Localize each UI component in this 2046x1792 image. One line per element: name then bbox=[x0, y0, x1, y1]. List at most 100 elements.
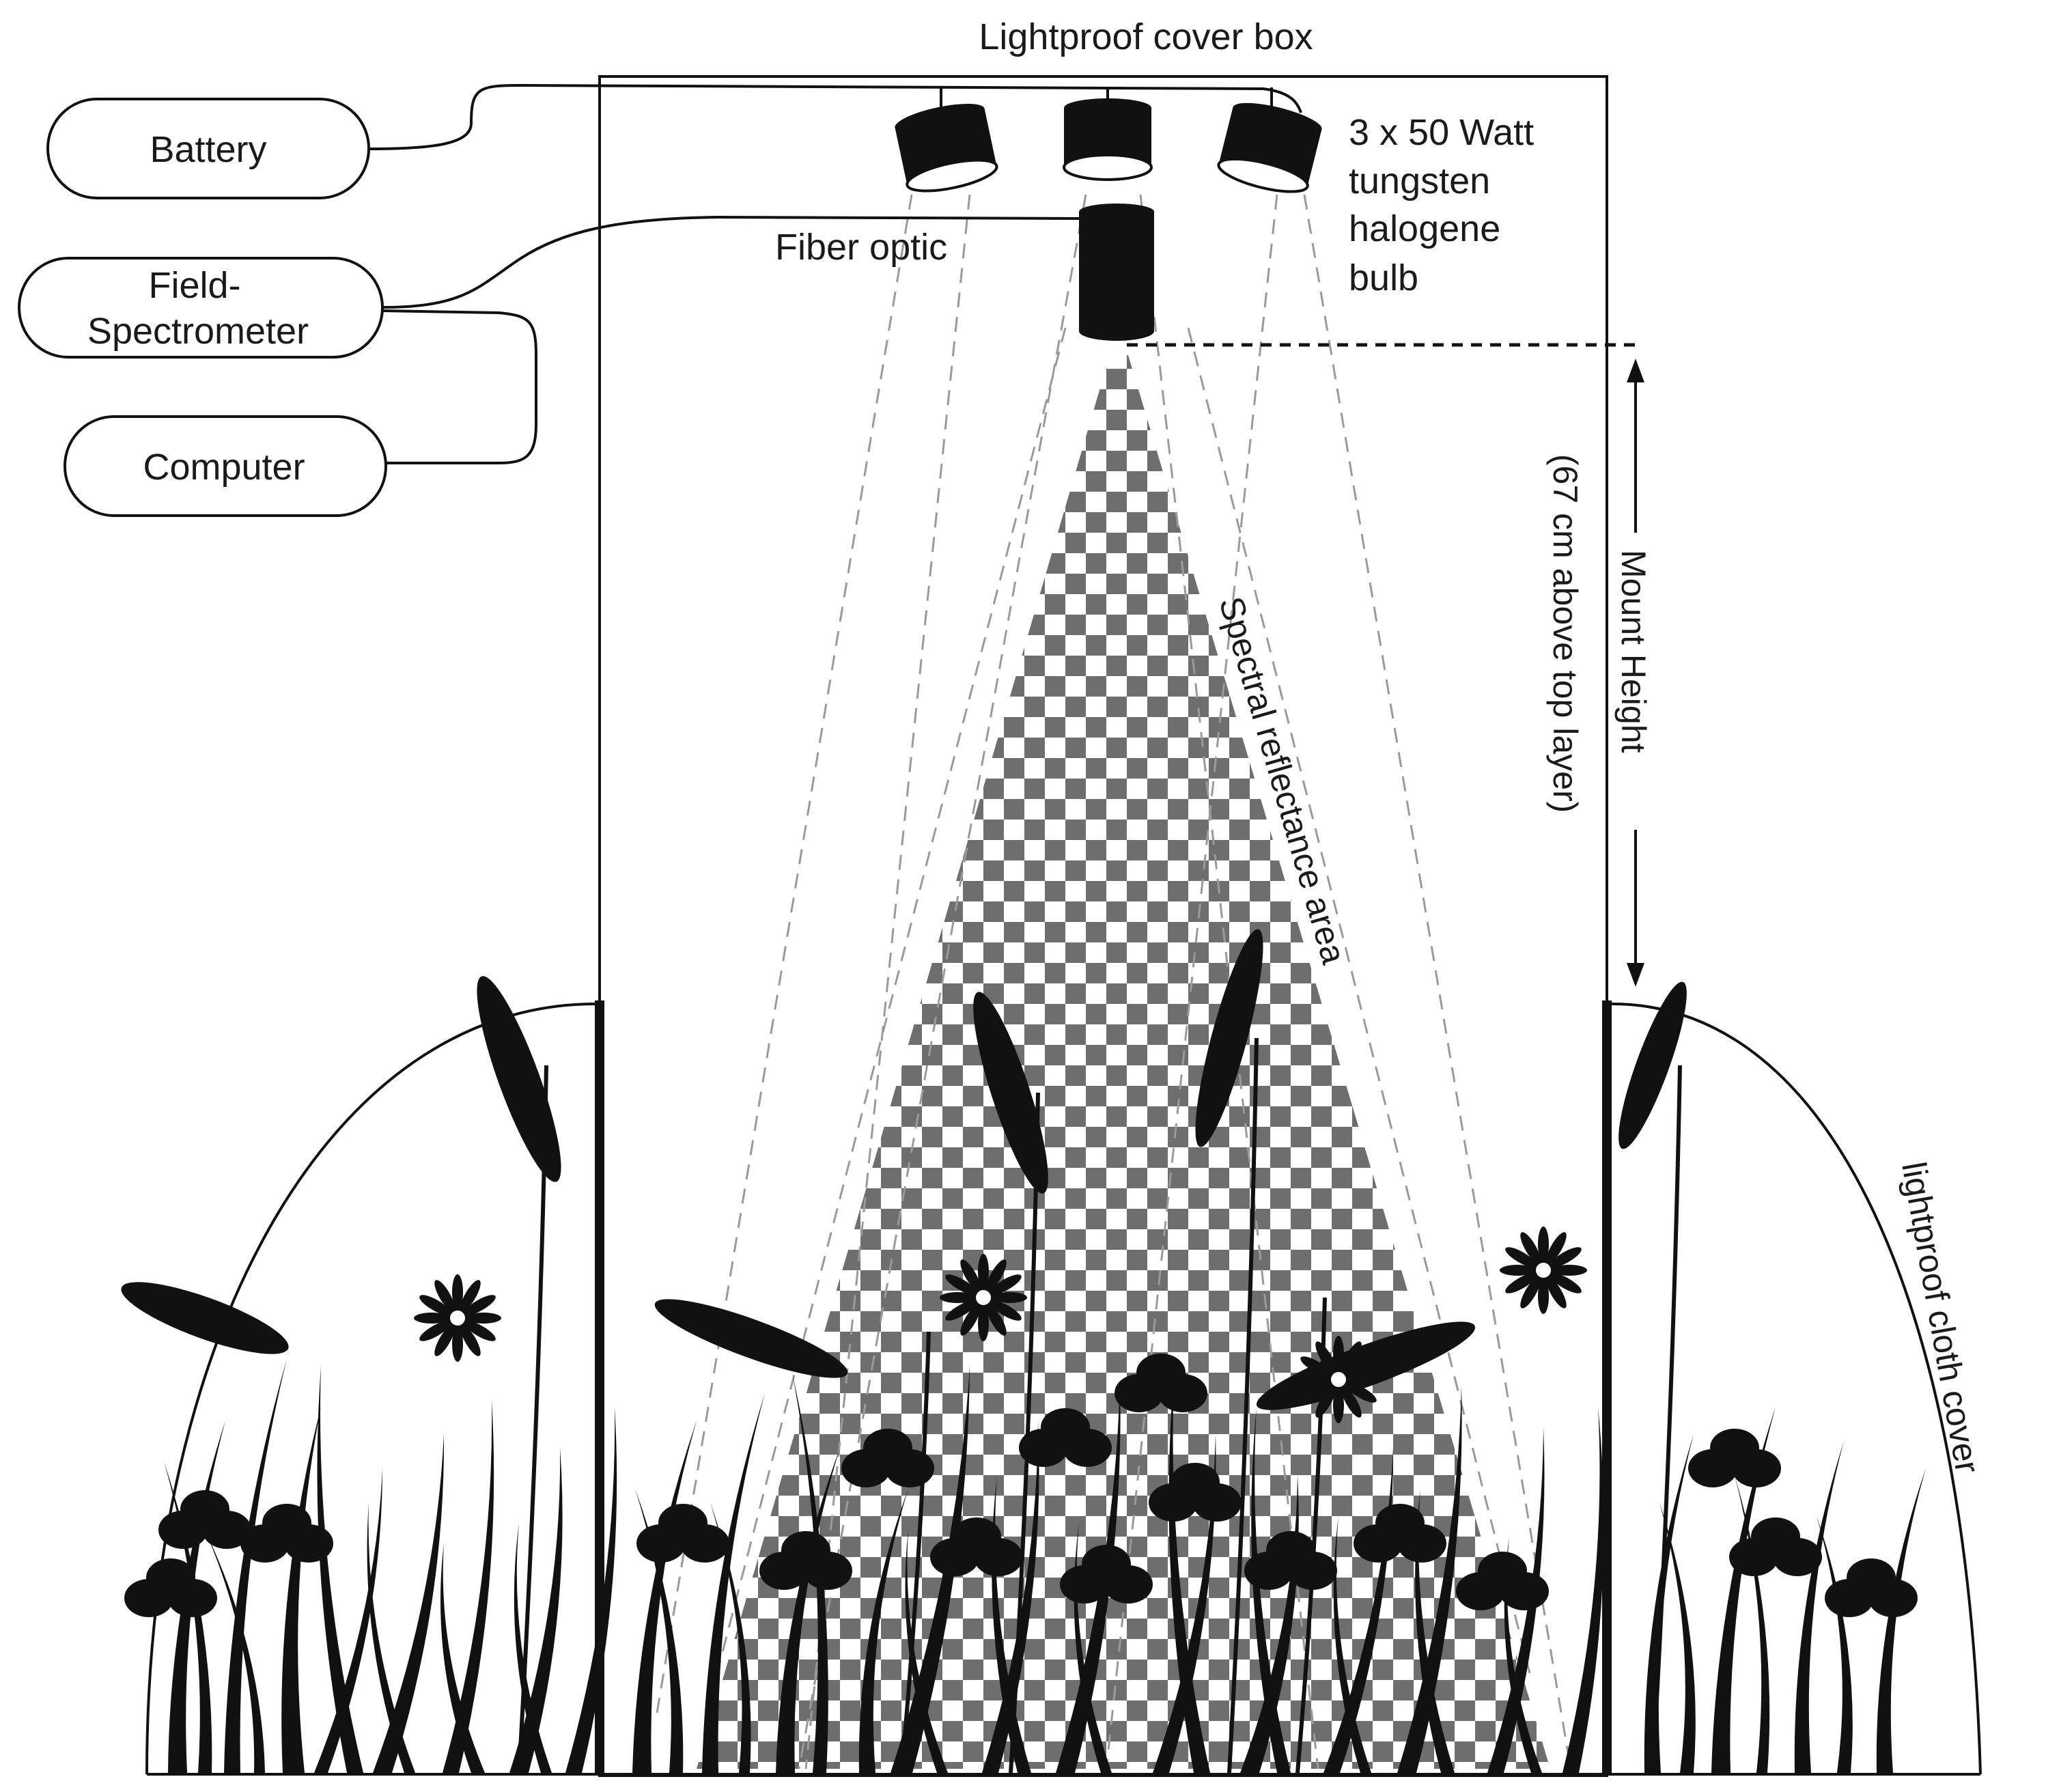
clover-leaf-icon bbox=[1478, 1552, 1527, 1590]
daisy-petal bbox=[464, 1295, 496, 1315]
computer-label: Computer bbox=[143, 447, 305, 488]
daisy-petal bbox=[1550, 1247, 1582, 1268]
daisy-petal bbox=[1341, 1386, 1362, 1418]
seed-head bbox=[121, 1282, 289, 1354]
daisy-petal bbox=[1520, 1232, 1541, 1263]
clover-leaf-icon bbox=[781, 1531, 830, 1569]
grass-blade bbox=[1251, 1407, 1291, 1773]
plant-stem bbox=[899, 1331, 931, 1774]
daisy-petal bbox=[1333, 1336, 1344, 1371]
daisy-petal bbox=[1505, 1273, 1537, 1293]
grass-blade bbox=[1323, 1448, 1394, 1773]
grass-blade bbox=[314, 1468, 382, 1773]
daisy-petal bbox=[990, 1274, 1022, 1295]
grass-blade bbox=[1074, 1523, 1112, 1773]
grass-blade bbox=[317, 1366, 363, 1773]
plant-stem bbox=[1009, 1092, 1040, 1774]
field-spectrometer-label-line1: Field- bbox=[148, 265, 240, 306]
daisy-petal bbox=[1341, 1341, 1362, 1373]
battery-label: Battery bbox=[150, 129, 266, 170]
bulbs-label-line4: bulb bbox=[1349, 257, 1418, 298]
grass-blade bbox=[702, 1393, 765, 1773]
grass-blade bbox=[635, 1489, 684, 1773]
daisy-center bbox=[446, 1306, 469, 1330]
grass-blade bbox=[1562, 1407, 1604, 1773]
right-post bbox=[1602, 1000, 1612, 1776]
clover-leaf-icon bbox=[863, 1429, 912, 1467]
grass-blade bbox=[509, 1448, 563, 1773]
cover-box-label: Lightproof cover box bbox=[979, 16, 1313, 57]
bulbs-label-line2: tungsten bbox=[1349, 160, 1490, 201]
daisy-petal bbox=[414, 1313, 449, 1324]
lightproof-cover-box bbox=[598, 75, 1608, 1777]
grass-blade bbox=[514, 1523, 552, 1773]
daisy-petal bbox=[990, 1300, 1022, 1321]
grass-blade bbox=[792, 1373, 828, 1773]
grass-blade bbox=[373, 1434, 445, 1773]
grass-blade bbox=[164, 1461, 212, 1773]
cloth-cover-label: lightproof cloth cover bbox=[1894, 1159, 1987, 1476]
daisy-center bbox=[972, 1286, 995, 1309]
grass-blade bbox=[440, 1543, 485, 1773]
grass-blade bbox=[281, 1407, 321, 1773]
grass-blade bbox=[168, 1420, 225, 1773]
fiber-optic-label: Fiber optic bbox=[775, 227, 947, 268]
left-post bbox=[595, 1000, 604, 1776]
clover-leaf-icon bbox=[1375, 1504, 1425, 1542]
daisy-petal bbox=[434, 1325, 455, 1356]
daisy-petal bbox=[460, 1325, 481, 1356]
cloth-cover-right-arc bbox=[1611, 1003, 1982, 1775]
grass-blade bbox=[1876, 1468, 1926, 1773]
clover-leaf-icon bbox=[952, 1517, 1001, 1556]
mount-height-note: (67 cm above top layer) bbox=[1546, 454, 1584, 813]
grass-blade bbox=[1817, 1516, 1853, 1773]
clover-leaf-icon bbox=[180, 1490, 229, 1528]
grass-blade bbox=[1504, 1537, 1542, 1773]
bulbs-label-line1: 3 x 50 Watt bbox=[1349, 112, 1534, 153]
grass-blade bbox=[1168, 1366, 1210, 1773]
daisy-petal bbox=[1546, 1277, 1567, 1308]
daisy-petal bbox=[464, 1321, 496, 1341]
daisy-petal bbox=[1552, 1265, 1587, 1276]
field-spectrometer-box: Field- Spectrometer bbox=[18, 257, 384, 359]
daisy-petal bbox=[945, 1300, 977, 1321]
daisy-petal bbox=[1500, 1265, 1535, 1276]
daisy-petal bbox=[434, 1280, 455, 1311]
daisy-petal bbox=[1345, 1382, 1377, 1403]
daisy-petal bbox=[1300, 1356, 1332, 1377]
daisy-petal bbox=[978, 1306, 989, 1341]
halogen-bulbs bbox=[895, 87, 1322, 193]
grass-blade bbox=[224, 1359, 287, 1773]
clover-leaf-icon bbox=[262, 1504, 311, 1542]
seed-head bbox=[654, 1299, 848, 1378]
grass-blade bbox=[1333, 1516, 1371, 1773]
seed-head bbox=[973, 992, 1048, 1194]
grass-blade bbox=[367, 1502, 415, 1773]
grass-blade bbox=[858, 1489, 908, 1773]
daisy-petal bbox=[1538, 1278, 1549, 1314]
clover-leaf-icon bbox=[658, 1504, 707, 1542]
daisy-petal bbox=[1333, 1388, 1344, 1423]
mount-height-arrow bbox=[1627, 359, 1644, 987]
daisy-petal bbox=[978, 1254, 989, 1289]
mount-height-label: Mount Height bbox=[1614, 550, 1653, 753]
grass-blade bbox=[1794, 1441, 1844, 1773]
clover-leaf-icon bbox=[1041, 1408, 1090, 1446]
daisy-petal bbox=[1347, 1374, 1382, 1385]
daisy-petal bbox=[940, 1292, 975, 1303]
clover-leaf-icon bbox=[1710, 1429, 1759, 1467]
daisy-petal bbox=[419, 1321, 451, 1341]
daisy-petal bbox=[1505, 1247, 1537, 1268]
bulb-center-icon bbox=[1063, 98, 1153, 181]
daisy-petal bbox=[986, 1259, 1007, 1291]
grass-blade bbox=[1711, 1407, 1776, 1773]
clover-leaf-icon bbox=[146, 1558, 195, 1597]
plant-stem bbox=[1651, 1065, 1682, 1774]
daisy-petal bbox=[460, 1280, 481, 1311]
clover-leaf-icon bbox=[1751, 1517, 1800, 1556]
daisy-petal bbox=[1315, 1386, 1336, 1418]
cables bbox=[368, 83, 1302, 464]
daisy-petal bbox=[945, 1274, 977, 1295]
bulb-right-icon bbox=[1217, 102, 1322, 193]
